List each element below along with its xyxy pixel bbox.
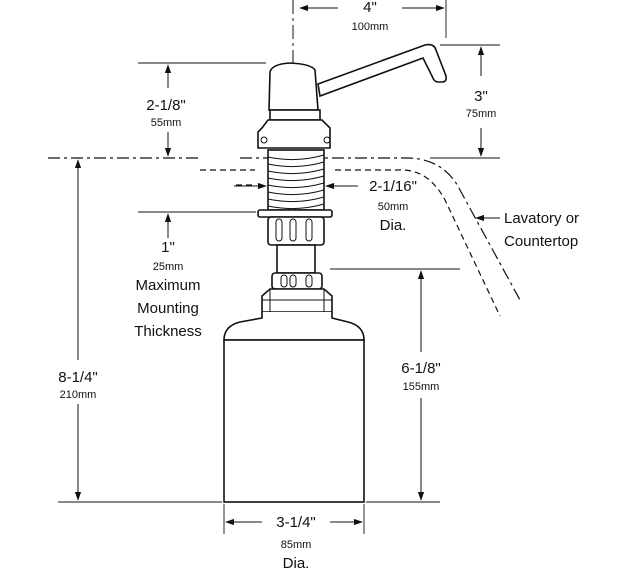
spout <box>317 43 447 98</box>
dim-bottle-diameter <box>223 504 365 534</box>
countertop-outline <box>48 157 521 317</box>
bottle-neck <box>223 244 365 341</box>
mounting-line2: Mounting <box>137 300 199 317</box>
pump-head <box>257 62 331 149</box>
dim-spout-height <box>430 44 500 159</box>
callout-line2: Countertop <box>504 233 578 250</box>
spout-reach-imperial: 4" <box>363 0 377 16</box>
shank-diameter-suffix: Dia. <box>380 217 407 234</box>
total-height-imperial: 8-1/4" <box>58 369 98 386</box>
total-height-metric: 210mm <box>60 389 97 401</box>
bottle <box>223 339 365 503</box>
dim-total-height <box>58 159 222 503</box>
mounting-line3: Thickness <box>134 323 202 340</box>
callout-line1: Lavatory or <box>504 210 579 227</box>
mounting-metric: 25mm <box>153 261 184 273</box>
shank-diameter-metric: 50mm <box>378 201 409 213</box>
spout-reach-metric: 100mm <box>352 21 389 33</box>
bottle-diameter-metric: 85mm <box>281 539 312 551</box>
bottle-height-metric: 155mm <box>403 381 440 393</box>
bottle-diameter-suffix: Dia. <box>283 555 310 572</box>
bottle-diameter-imperial: 3-1/4" <box>276 514 316 531</box>
dim-mounting-thickness <box>138 211 256 238</box>
mounting-imperial: 1" <box>161 239 175 256</box>
dim-head-height <box>138 62 266 157</box>
mounting-line1: Maximum <box>135 277 200 294</box>
spout-height-metric: 75mm <box>466 108 497 120</box>
threaded-shank <box>267 149 325 211</box>
bottle-height-imperial: 6-1/8" <box>401 360 441 377</box>
head-height-imperial: 2-1/8" <box>146 97 186 114</box>
spout-height-imperial: 3" <box>474 88 488 105</box>
lock-nut <box>257 209 333 246</box>
shank-diameter-imperial: 2-1/16" <box>369 178 417 195</box>
head-height-metric: 55mm <box>151 117 182 129</box>
dim-bottle-height <box>330 268 460 503</box>
dim-spout-reach <box>299 0 447 38</box>
